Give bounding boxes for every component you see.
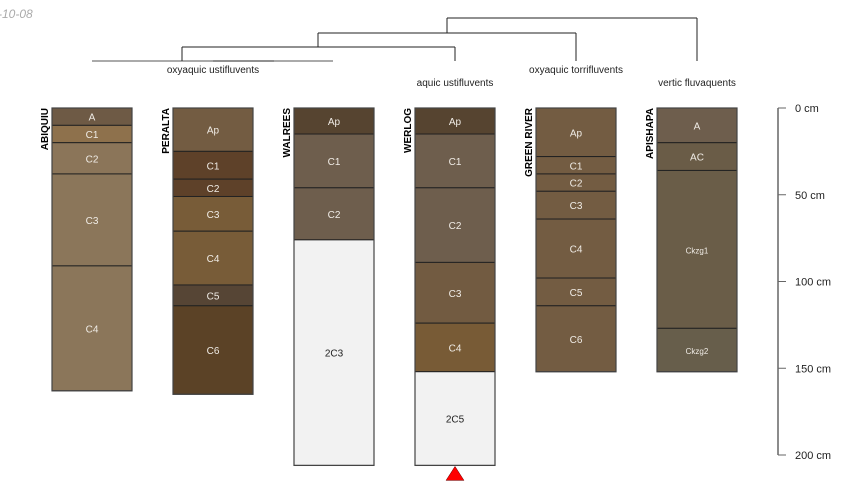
horizon-label: C2 — [328, 210, 341, 221]
profile-outline — [656, 107, 738, 373]
horizon-c2 — [414, 187, 496, 263]
taxon-label: vertic fluvaquents — [658, 78, 736, 89]
horizon-label: A — [89, 113, 96, 124]
profile-outline — [414, 107, 496, 467]
horizon-label: C1 — [449, 157, 462, 168]
depth-axis-label: 100 cm — [795, 277, 831, 289]
taxon-label: oxyaquic torrifluvents — [529, 65, 623, 76]
horizon-c3 — [172, 195, 254, 232]
horizon-label: Ckzg1 — [686, 246, 709, 255]
horizon-ckzg1 — [656, 169, 738, 329]
profile-name: GREEN RIVER — [524, 107, 535, 177]
horizon-label: 2C5 — [446, 415, 465, 426]
horizon-c4 — [172, 230, 254, 286]
horizon-label: C5 — [207, 291, 220, 302]
taxon-label: aquic ustifluvents — [417, 78, 494, 89]
horizon-c3 — [51, 173, 133, 267]
profile-name: WERLOG — [403, 108, 414, 153]
horizon-label: C1 — [86, 130, 99, 141]
horizon-label: C4 — [449, 343, 462, 354]
horizon-label: Ap — [207, 126, 220, 137]
horizon-label: Ap — [449, 117, 462, 128]
horizon-c6 — [535, 305, 617, 373]
horizon-label: Ap — [570, 128, 583, 139]
taxon-label: oxyaquic ustifluvents — [167, 65, 259, 76]
horizon-label: C5 — [570, 288, 583, 299]
horizon-label: C2 — [570, 179, 583, 190]
horizon-label: C6 — [570, 335, 583, 346]
horizon-ap — [293, 107, 375, 135]
horizon-2c5 — [414, 371, 496, 466]
truncation-marker-icon — [445, 465, 465, 481]
profile-name: PERALTA — [161, 108, 172, 154]
horizon-label: C3 — [570, 201, 583, 212]
depth-axis-label: 150 cm — [795, 363, 831, 375]
horizon-c1 — [414, 133, 496, 189]
horizon-label: C4 — [207, 254, 220, 265]
horizon-label: C2 — [86, 154, 99, 165]
horizon-label: C4 — [86, 324, 99, 335]
horizon-2c3 — [293, 239, 375, 466]
horizon-label: C6 — [207, 346, 220, 357]
horizon-c6 — [172, 305, 254, 395]
profile-name: ABIQUIU — [40, 108, 51, 150]
horizon-label: C1 — [328, 157, 341, 168]
horizon-c4 — [535, 218, 617, 279]
profile-outline — [51, 107, 133, 392]
horizon-c2 — [293, 187, 375, 241]
depth-axis-label: 200 cm — [795, 450, 831, 462]
profile-name: APISHAPA — [645, 108, 656, 159]
depth-axis-label: 0 cm — [795, 103, 819, 115]
horizon-label: A — [694, 121, 701, 132]
horizon-ap — [535, 107, 617, 158]
horizon-label: C2 — [207, 184, 220, 195]
horizon-label: C2 — [449, 221, 462, 232]
horizon-c5 — [535, 277, 617, 307]
profile-name: WALREES — [282, 108, 293, 158]
horizon-label: Ap — [328, 117, 341, 128]
horizon-ac — [656, 142, 738, 171]
horizon-label: AC — [690, 153, 704, 164]
profile-outline — [293, 107, 375, 467]
profile-outline — [535, 107, 617, 373]
horizon-label: C1 — [570, 161, 583, 172]
horizon-label: C1 — [207, 161, 220, 172]
horizon-label: C3 — [207, 210, 220, 221]
horizon-label: C3 — [449, 289, 462, 300]
profile-outline — [172, 107, 254, 395]
horizon-label: 2C3 — [325, 349, 344, 360]
depth-axis-label: 50 cm — [795, 190, 825, 202]
date-label: -10-08 — [0, 7, 33, 21]
horizon-c3 — [414, 261, 496, 324]
horizon-c1 — [293, 133, 375, 189]
horizon-label: C3 — [86, 216, 99, 227]
horizon-label: C4 — [570, 245, 583, 256]
horizon-ckzg2 — [656, 327, 738, 373]
horizon-label: Ckzg2 — [686, 347, 709, 356]
